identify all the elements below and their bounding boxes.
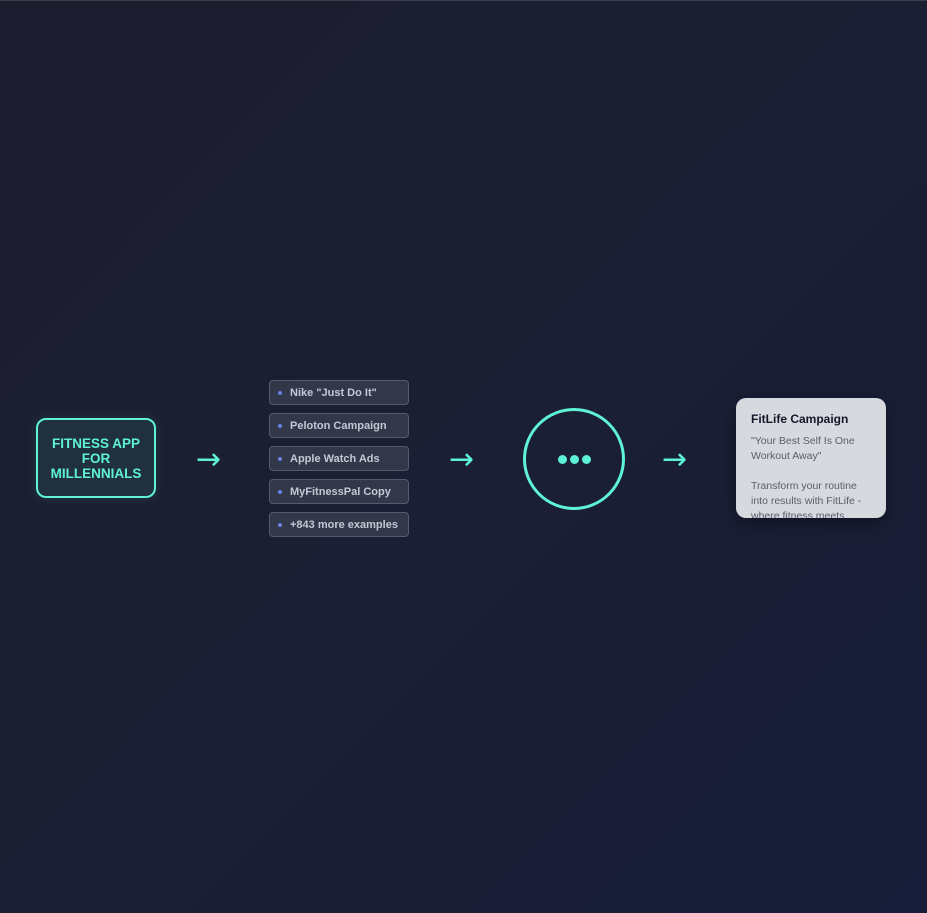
output-title: FitLife Campaign: [751, 412, 849, 426]
arrow-icon: →: [449, 442, 475, 477]
examples-list: Nike "Just Do It" Peloton Campaign Apple…: [269, 380, 409, 545]
example-label: Apple Watch Ads: [290, 452, 380, 465]
bullet-icon: [278, 456, 282, 461]
example-label: Nike "Just Do It": [290, 386, 377, 399]
example-label: +843 more examples: [290, 518, 398, 531]
bullet-icon: [278, 489, 282, 494]
ellipsis-icon: [581, 454, 591, 464]
example-label: MyFitnessPal Copy: [290, 485, 391, 498]
example-item-more: +843 more examples: [269, 512, 409, 537]
example-label: Peloton Campaign: [290, 419, 387, 432]
bullet-icon: [278, 390, 282, 395]
example-item: MyFitnessPal Copy: [269, 479, 409, 504]
ellipsis-icon: [557, 454, 567, 464]
example-item: Nike "Just Do It": [269, 380, 409, 405]
processing-node: [523, 408, 625, 510]
output-text: "Your Best Self Is One Workout Away" Tra…: [751, 435, 862, 518]
bullet-icon: [278, 522, 282, 527]
ellipsis-icon: [569, 454, 579, 464]
bullet-icon: [278, 423, 282, 428]
input-label: FITNESS APP FOR MILLENNIALS: [50, 435, 142, 481]
arrow-icon: →: [196, 442, 222, 477]
input-node: FITNESS APP FOR MILLENNIALS: [36, 418, 156, 498]
example-item: Peloton Campaign: [269, 413, 409, 438]
arrow-icon: →: [662, 442, 688, 477]
top-border: [0, 0, 927, 1]
example-item: Apple Watch Ads: [269, 446, 409, 471]
output-card: FitLife Campaign "Your Best Self Is One …: [736, 398, 886, 518]
